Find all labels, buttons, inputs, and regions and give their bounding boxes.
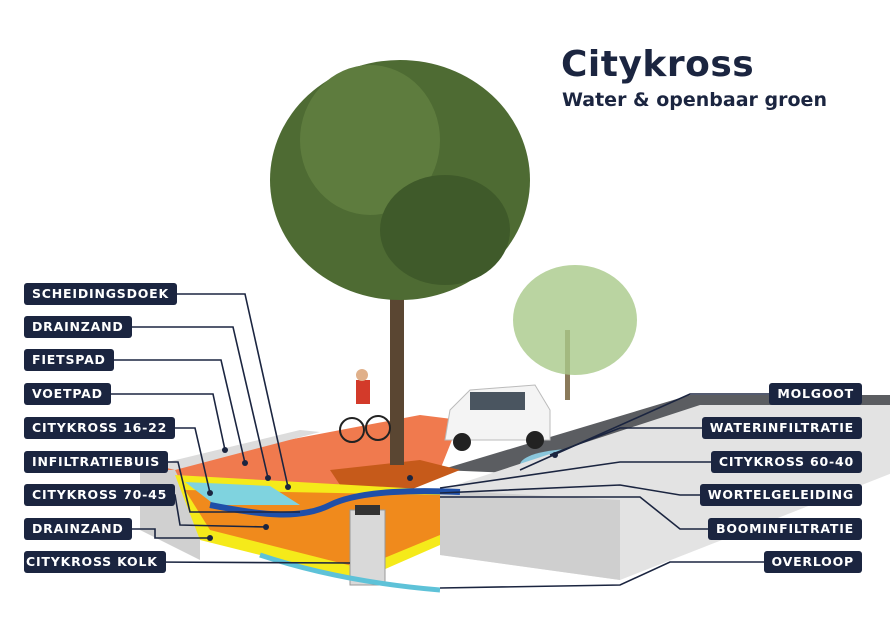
title: Citykross	[561, 44, 755, 85]
leader-dots	[207, 447, 558, 541]
label-drainzand-bottom: DRAINZAND	[24, 518, 132, 540]
background-tree	[513, 265, 637, 400]
label-boominfiltratie: BOOMINFILTRATIE	[708, 518, 862, 540]
tree	[270, 60, 530, 465]
label-infiltratiebuis: INFILTRATIEBUIS	[24, 451, 169, 473]
label-scheidingsdoek: SCHEIDINGSDOEK	[24, 283, 178, 305]
overloop-pipe	[259, 552, 441, 593]
label-citykross-70-45: CITYKROSS 70-45	[24, 484, 176, 506]
subtitle: Water & openbaar groen	[562, 89, 827, 111]
label-citykross-16-22: CITYKROSS 16-22	[24, 417, 176, 439]
label-fietspad: FIETSPAD	[24, 349, 114, 371]
label-waterinfiltratie: WATERINFILTRATIE	[701, 417, 862, 439]
label-drainzand-top: DRAINZAND	[24, 316, 132, 338]
label-citykross-60-40: CITYKROSS 60-40	[710, 451, 862, 473]
citykross-16-22-layer	[185, 482, 300, 505]
label-voetpad: VOETPAD	[24, 383, 111, 405]
voetpad	[155, 430, 320, 470]
label-overloop: OVERLOOP	[763, 551, 862, 573]
label-wortelgeleiding: WORTELGELEIDING	[699, 484, 862, 506]
kolk	[349, 509, 386, 586]
tree-pit	[330, 460, 460, 490]
label-molgoot: MOLGOOT	[769, 383, 862, 405]
car	[444, 384, 551, 451]
leader-lines	[103, 293, 779, 589]
label-citykross-kolk: CITYKROSS KOLK	[24, 551, 166, 573]
cyclist	[339, 369, 391, 443]
